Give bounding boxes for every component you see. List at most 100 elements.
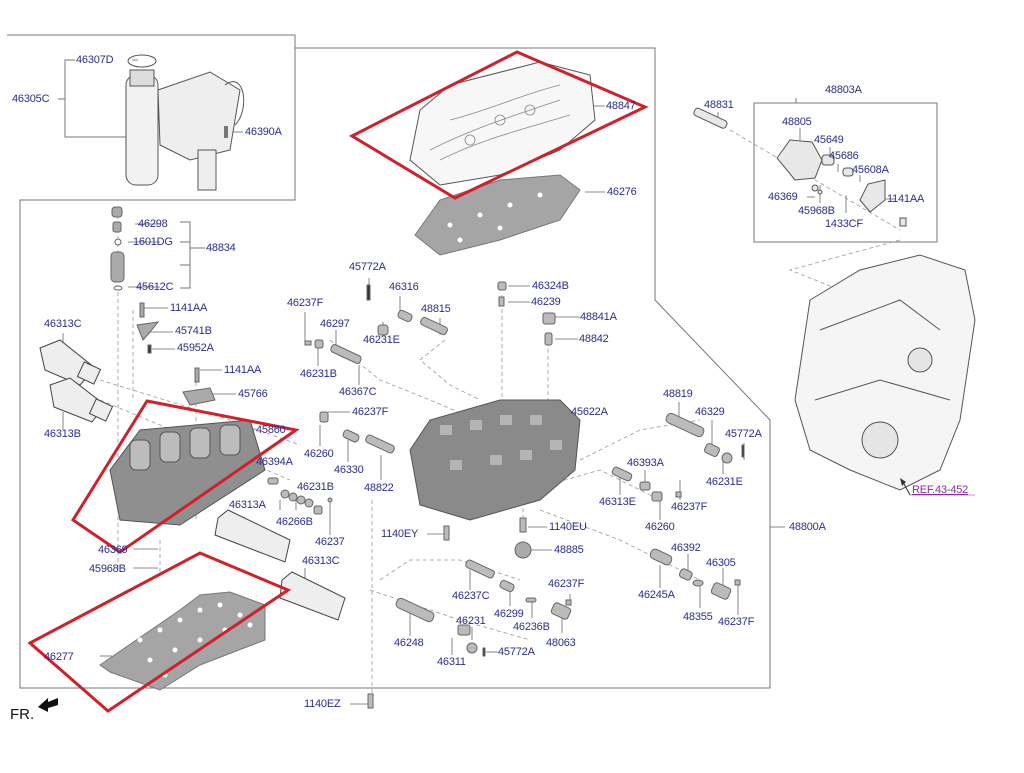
part-label-46307D[interactable]: 46307D	[76, 54, 114, 66]
front-direction-label: FR.	[10, 706, 35, 723]
part-label-46237[interactable]: 46237	[315, 536, 345, 548]
part-label-1141AA[interactable]: 1141AA	[170, 302, 208, 314]
spool-parts-center	[304, 281, 556, 454]
part-label-46313C[interactable]: 46313C	[302, 555, 340, 567]
part-label-45766[interactable]: 45766	[238, 388, 268, 400]
part-label-45860[interactable]: 45860	[256, 424, 286, 436]
solenoid-46313A	[214, 509, 291, 563]
part-label-48355[interactable]: 48355	[683, 611, 713, 623]
part-label-46369[interactable]: 46369	[98, 544, 128, 556]
part-label-48803A[interactable]: 48803A	[825, 84, 862, 96]
solenoid-46313B	[49, 377, 114, 423]
part-label-46324B[interactable]: 46324B	[532, 280, 569, 292]
part-label-45952A[interactable]: 45952A	[177, 342, 214, 354]
part-label-45686[interactable]: 45686	[829, 150, 859, 162]
part-label-1140EZ[interactable]: 1140EZ	[304, 698, 341, 710]
part-label-45612C[interactable]: 45612C	[136, 281, 174, 293]
part-label-46277[interactable]: 46277	[44, 651, 74, 663]
part-label-46390A[interactable]: 46390A	[245, 126, 282, 138]
part-label-1141AA[interactable]: 1141AA	[224, 364, 262, 376]
part-label-46266B[interactable]: 46266B	[276, 516, 313, 528]
part-label-46237F[interactable]: 46237F	[287, 297, 324, 309]
part-label-48847[interactable]: 48847	[606, 100, 636, 112]
part-label-46311[interactable]: 46311	[437, 656, 466, 668]
separator-plate-46276	[414, 174, 581, 256]
part-label-45649[interactable]: 45649	[814, 134, 844, 146]
part-label-46237C[interactable]: 46237C	[452, 590, 490, 602]
part-label-1140EY[interactable]: 1140EY	[381, 528, 419, 540]
part-label-46231B[interactable]: 46231B	[297, 481, 334, 493]
part-label-48805[interactable]: 48805	[782, 116, 812, 128]
part-label-48800A[interactable]: 48800A	[789, 521, 826, 533]
part-label-45772A[interactable]: 45772A	[498, 646, 535, 658]
front-direction-arrow-icon	[38, 698, 58, 712]
main-valve-body-45622A	[409, 399, 581, 521]
part-label-46231[interactable]: 46231	[456, 615, 486, 627]
part-label-45968B[interactable]: 45968B	[89, 563, 126, 575]
part-label-48063[interactable]: 48063	[546, 637, 576, 649]
part-label-48834[interactable]: 48834	[206, 242, 236, 254]
part-label-46299[interactable]: 46299	[494, 608, 524, 620]
part-label-46248[interactable]: 46248	[394, 637, 424, 649]
oil-pump-48803A	[693, 107, 907, 227]
part-label-46276[interactable]: 46276	[607, 186, 637, 198]
part-label-46313B[interactable]: 46313B	[44, 428, 81, 440]
part-label-1601DG[interactable]: 1601DG	[133, 236, 173, 248]
part-label-46313E[interactable]: 46313E	[599, 496, 636, 508]
part-label-46237F[interactable]: 46237F	[718, 616, 755, 628]
part-label-46392[interactable]: 46392	[671, 542, 701, 554]
plug-parts-48834	[110, 206, 216, 406]
part-label-1140EU[interactable]: 1140EU	[549, 521, 587, 533]
part-label-46237F[interactable]: 46237F	[352, 406, 389, 418]
reference-link-43-452[interactable]: REF.43-452	[912, 484, 969, 496]
part-label-1141AA[interactable]: 1141AA	[887, 193, 925, 205]
part-label-45772A[interactable]: 45772A	[725, 428, 762, 440]
part-label-46369[interactable]: 46369	[768, 191, 798, 203]
highlight-45860	[70, 399, 300, 554]
spool-parts-lower	[367, 517, 572, 709]
spool-parts-right	[611, 412, 745, 600]
part-label-46394A[interactable]: 46394A	[256, 456, 293, 468]
part-label-45968B[interactable]: 45968B	[798, 205, 835, 217]
part-label-46260[interactable]: 46260	[304, 448, 334, 460]
part-label-46245A[interactable]: 46245A	[638, 589, 675, 601]
part-label-48841A[interactable]: 48841A	[580, 311, 617, 323]
part-label-46297[interactable]: 46297	[320, 318, 350, 330]
part-label-46231E[interactable]: 46231E	[363, 334, 400, 346]
part-label-46330[interactable]: 46330	[334, 464, 364, 476]
part-label-45741B[interactable]: 45741B	[175, 325, 212, 337]
part-label-46298[interactable]: 46298	[138, 218, 168, 230]
part-label-46305[interactable]: 46305	[706, 557, 736, 569]
part-label-46316[interactable]: 46316	[389, 281, 419, 293]
part-label-46367C[interactable]: 46367C	[339, 386, 377, 398]
part-label-46239[interactable]: 46239	[531, 296, 561, 308]
part-label-48815[interactable]: 48815	[421, 303, 451, 315]
part-label-46393A[interactable]: 46393A	[627, 457, 664, 469]
part-label-46236B[interactable]: 46236B	[513, 621, 550, 633]
separator-plate-46277	[99, 591, 266, 691]
frame-pump-box	[753, 102, 938, 243]
part-label-46260[interactable]: 46260	[645, 521, 675, 533]
part-label-46329[interactable]: 46329	[695, 406, 725, 418]
highlight-48847	[348, 50, 649, 200]
part-label-45608A[interactable]: 45608A	[852, 164, 889, 176]
part-label-46231B[interactable]: 46231B	[300, 368, 337, 380]
part-label-46237F[interactable]: 46237F	[548, 578, 585, 590]
frame-main-box	[19, 47, 771, 689]
solenoid-assembly-46305C	[125, 54, 245, 191]
part-label-48842[interactable]: 48842	[579, 333, 609, 345]
part-label-1433CF[interactable]: 1433CF	[825, 218, 863, 230]
part-label-45622A[interactable]: 45622A	[571, 406, 608, 418]
part-label-48822[interactable]: 48822	[364, 482, 394, 494]
part-label-48885[interactable]: 48885	[554, 544, 584, 556]
part-label-45772A[interactable]: 45772A	[349, 261, 386, 273]
part-label-48831[interactable]: 48831	[704, 99, 734, 111]
part-label-46231E[interactable]: 46231E	[706, 476, 743, 488]
part-label-48819[interactable]: 48819	[663, 388, 693, 400]
part-label-46237F[interactable]: 46237F	[671, 501, 708, 513]
part-label-46305C[interactable]: 46305C	[12, 93, 50, 105]
part-label-46313A[interactable]: 46313A	[229, 499, 266, 511]
part-label-46313C[interactable]: 46313C	[44, 318, 82, 330]
